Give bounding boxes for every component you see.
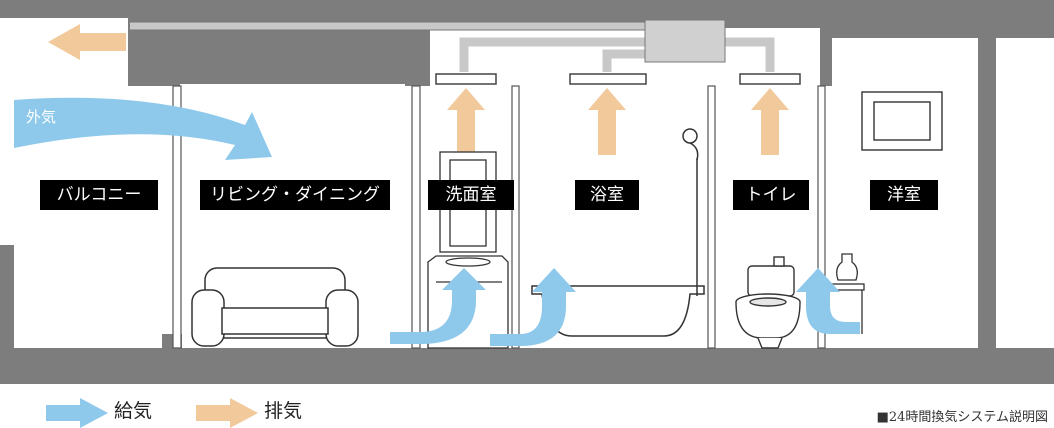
- room-label-toilet: トイレ: [733, 180, 809, 210]
- legend-supply-label: 給気: [114, 400, 153, 422]
- right-wall-block: [978, 38, 996, 348]
- ceiling-slab-right: [820, 0, 1000, 38]
- sofa: [191, 267, 359, 347]
- supply-arrows: [390, 268, 860, 346]
- diffuser-bath: [569, 73, 647, 85]
- exhaust-ducts: [130, 21, 775, 72]
- diffuser-toilet: [739, 73, 801, 85]
- exhaust-arrow-bath: [588, 88, 626, 155]
- room-label-living-dining: リビング・ダイニング: [200, 180, 390, 210]
- exhaust-arrow-wash: [447, 88, 485, 155]
- legend-exhaust-arrow: [196, 398, 258, 428]
- room-label-washroom: 洗面室: [428, 180, 514, 210]
- fan-unit: [644, 19, 726, 63]
- room-label-balcony: バルコニー: [40, 180, 158, 210]
- diagram-caption: ■24時間換気システム説明図: [876, 410, 1048, 425]
- diffuser-wash: [435, 73, 497, 85]
- beam-right: [820, 18, 832, 86]
- partitions: [172, 85, 826, 349]
- exhaust-arrow-toilet: [751, 88, 789, 155]
- legend-exhaust-label: 排気: [264, 400, 303, 422]
- floor-slab: [0, 348, 1054, 384]
- outside-air-arrow: [14, 97, 272, 160]
- room-label-bathroom: 浴室: [575, 180, 639, 210]
- balcony-wall: [0, 245, 14, 348]
- exhaust-ducts-outline: [130, 21, 645, 31]
- supply-arrow-toilet: [796, 268, 860, 334]
- toilet-fixture: [735, 256, 801, 349]
- room-label-western-room: 洋室: [870, 180, 938, 210]
- side-table: [827, 253, 865, 334]
- right-wall-top: [984, 18, 1054, 38]
- supply-arrow-bath: [490, 268, 576, 346]
- legend-supply-arrow: [46, 398, 108, 428]
- supply-arrow-wash: [390, 268, 486, 344]
- picture-frame: [861, 91, 943, 151]
- exhaust-outlet-arrow: [48, 24, 126, 60]
- exhaust-arrows: [447, 88, 789, 155]
- outside-air-label: 外気: [26, 108, 57, 126]
